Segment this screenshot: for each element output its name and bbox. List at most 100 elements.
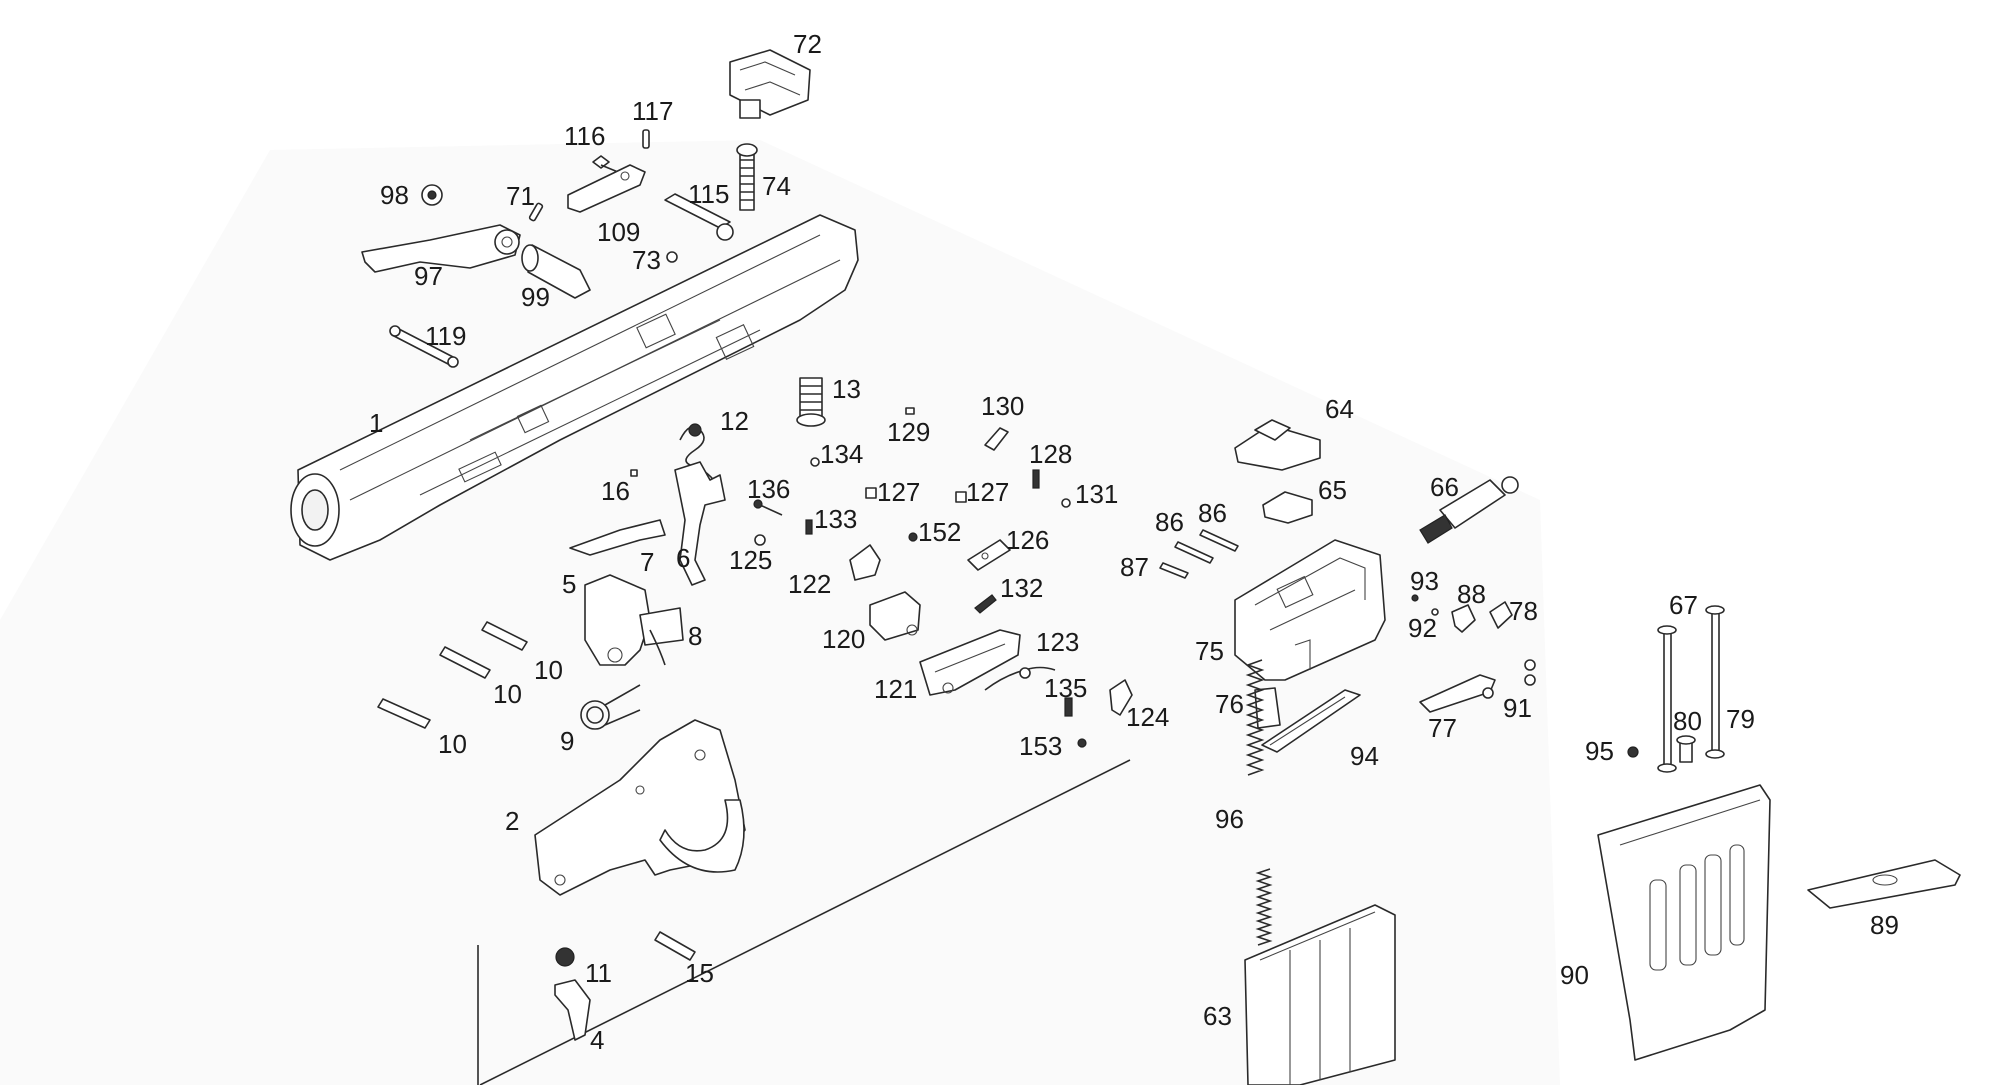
part-130 bbox=[984, 427, 1009, 451]
callout-71: 71 bbox=[506, 181, 535, 211]
part-129 bbox=[905, 407, 915, 415]
part-10a bbox=[481, 621, 528, 651]
part-92 bbox=[1431, 608, 1439, 616]
part-117 bbox=[642, 129, 650, 149]
part-73 bbox=[666, 251, 678, 263]
part-74 bbox=[736, 143, 758, 211]
callout-127a: 127 bbox=[877, 477, 920, 507]
part-136 bbox=[753, 499, 783, 516]
part-91 bbox=[1524, 659, 1536, 686]
callout-92: 92 bbox=[1408, 613, 1437, 643]
callout-135: 135 bbox=[1044, 673, 1087, 703]
callout-119: 119 bbox=[425, 321, 466, 351]
callout-115: 115 bbox=[688, 179, 729, 209]
part-89 bbox=[1807, 859, 1961, 909]
callout-117: 117 bbox=[632, 96, 673, 126]
part-13 bbox=[796, 377, 826, 427]
part-90 bbox=[1597, 784, 1771, 1061]
callout-95: 95 bbox=[1585, 736, 1614, 766]
callout-96: 96 bbox=[1215, 804, 1244, 834]
part-87 bbox=[1159, 562, 1189, 579]
callout-67: 67 bbox=[1669, 590, 1698, 620]
callout-134: 134 bbox=[820, 439, 863, 469]
callout-76: 76 bbox=[1215, 689, 1244, 719]
part-131 bbox=[1061, 498, 1071, 508]
part-10c bbox=[377, 698, 431, 729]
callout-128: 128 bbox=[1029, 439, 1072, 469]
callout-13: 13 bbox=[832, 374, 861, 404]
callout-98: 98 bbox=[380, 180, 409, 210]
callout-109: 109 bbox=[597, 217, 640, 247]
callout-94: 94 bbox=[1350, 741, 1379, 771]
callout-133: 133 bbox=[814, 504, 857, 534]
part-128 bbox=[1032, 469, 1040, 489]
part-124 bbox=[1109, 679, 1133, 716]
part-64 bbox=[1234, 419, 1321, 471]
callout-64: 64 bbox=[1325, 394, 1354, 424]
part-80 bbox=[1676, 735, 1696, 763]
part-152 bbox=[908, 532, 918, 542]
part-122 bbox=[849, 544, 881, 581]
part-94 bbox=[1261, 689, 1361, 753]
callout-65: 65 bbox=[1318, 475, 1347, 505]
part-86a bbox=[1174, 541, 1214, 564]
callout-126: 126 bbox=[1006, 525, 1049, 555]
part-76 bbox=[1254, 687, 1281, 729]
callout-74: 74 bbox=[762, 171, 791, 201]
callout-91: 91 bbox=[1503, 693, 1532, 723]
part-67 bbox=[1657, 625, 1677, 773]
callout-116: 116 bbox=[564, 121, 605, 151]
callout-10b: 10 bbox=[493, 679, 522, 709]
callout-127b: 127 bbox=[966, 477, 1009, 507]
callout-15: 15 bbox=[685, 958, 714, 988]
part-127a bbox=[865, 487, 877, 499]
callout-99: 99 bbox=[521, 282, 550, 312]
part-88 bbox=[1451, 604, 1476, 633]
part-135 bbox=[1064, 697, 1073, 717]
part-72 bbox=[729, 49, 811, 119]
part-78 bbox=[1489, 601, 1513, 629]
callout-88: 88 bbox=[1457, 579, 1486, 609]
part-4 bbox=[554, 979, 591, 1041]
part-66 bbox=[1419, 476, 1519, 544]
part-134 bbox=[810, 457, 820, 467]
part-153 bbox=[1077, 738, 1087, 748]
part-5 bbox=[584, 574, 651, 666]
part-120 bbox=[869, 591, 921, 641]
callout-80: 80 bbox=[1673, 706, 1702, 736]
callout-7: 7 bbox=[640, 547, 654, 577]
callout-122: 122 bbox=[788, 569, 831, 599]
part-77 bbox=[1419, 674, 1496, 713]
callout-63: 63 bbox=[1203, 1001, 1232, 1031]
part-71 bbox=[528, 202, 544, 222]
part-15 bbox=[654, 931, 696, 961]
part-63 bbox=[1244, 904, 1396, 1085]
callout-10a: 10 bbox=[534, 655, 563, 685]
part-2 bbox=[534, 719, 746, 896]
callout-73: 73 bbox=[632, 245, 661, 275]
part-109 bbox=[567, 164, 646, 213]
part-16 bbox=[630, 469, 638, 477]
callout-9: 9 bbox=[560, 726, 574, 756]
callout-77: 77 bbox=[1428, 713, 1457, 743]
part-96 bbox=[1245, 659, 1273, 946]
callout-8: 8 bbox=[688, 621, 702, 651]
callout-121: 121 bbox=[874, 674, 917, 704]
part-75 bbox=[1234, 539, 1386, 681]
callout-79: 79 bbox=[1726, 704, 1755, 734]
callout-16: 16 bbox=[601, 476, 630, 506]
callout-97: 97 bbox=[414, 261, 443, 291]
callout-72: 72 bbox=[793, 29, 822, 59]
part-127b bbox=[955, 491, 967, 503]
callout-2: 2 bbox=[505, 806, 519, 836]
part-8 bbox=[639, 607, 684, 666]
callout-124: 124 bbox=[1126, 702, 1169, 732]
callout-87: 87 bbox=[1120, 552, 1149, 582]
part-115 bbox=[664, 193, 734, 241]
callout-66: 66 bbox=[1430, 472, 1459, 502]
callout-125: 125 bbox=[729, 545, 772, 575]
callout-93: 93 bbox=[1410, 566, 1439, 596]
callout-153: 153 bbox=[1019, 731, 1062, 761]
callout-120: 120 bbox=[822, 624, 865, 654]
